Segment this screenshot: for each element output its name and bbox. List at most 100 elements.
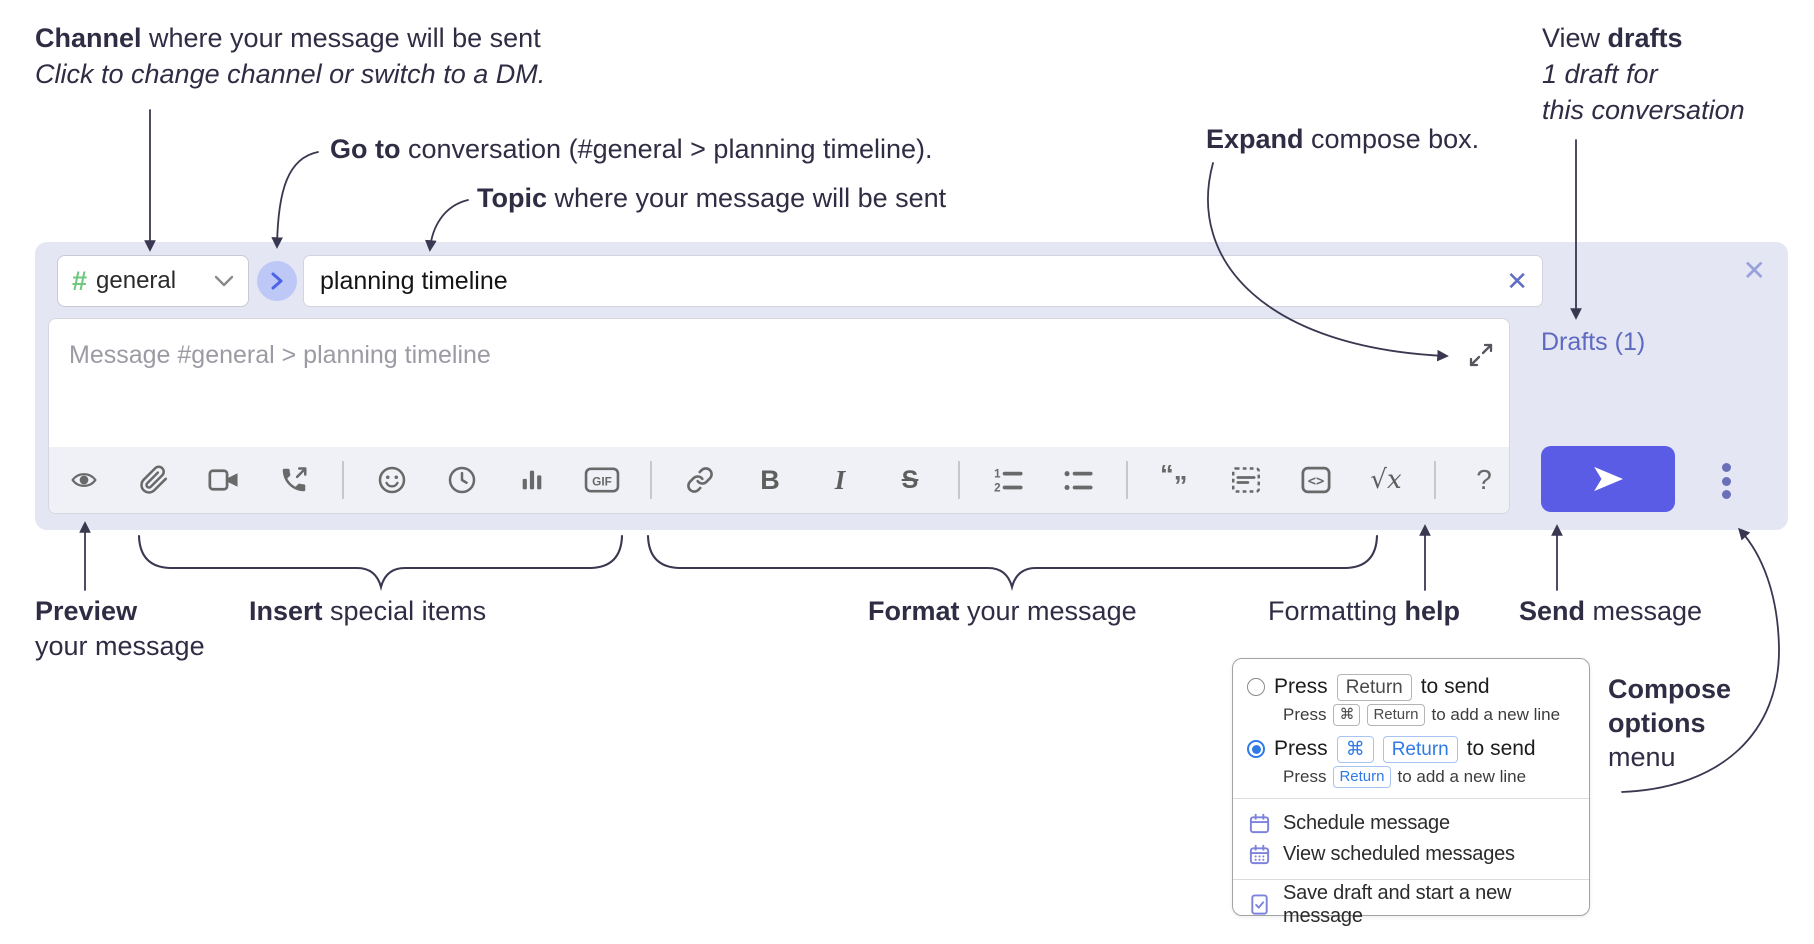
insert-annotation: Insert special items [249,596,487,626]
video-call-button[interactable] [202,458,246,502]
channel-selector-button[interactable]: # general [57,255,249,307]
channel-name: general [96,267,177,294]
message-textarea[interactable]: Message #general > planning timeline [49,319,1509,449]
chevron-right-icon [271,272,283,290]
kbd-return: Return [1367,703,1425,726]
channel-hash-icon: # [72,265,88,296]
compose-options-menu-button[interactable] [1713,463,1739,499]
calendar-icon [1247,812,1271,836]
goto-annotation: Go to conversation (#general > planning … [330,134,933,164]
italic-glyph: I [834,464,846,495]
poll-button[interactable] [510,458,554,502]
go-to-conversation-button[interactable] [257,261,297,301]
paper-plane-icon [1594,466,1624,492]
emoji-button[interactable] [370,458,414,502]
quote-button[interactable]: “” [1154,458,1198,502]
expand-compose-icon[interactable] [1467,341,1495,369]
close-compose-icon[interactable]: ✕ [1742,255,1766,286]
dot [1721,476,1731,486]
bar-chart-icon [522,470,542,490]
bulleted-list-button[interactable] [1056,458,1100,502]
format-brace [646,534,1379,592]
enter-sends-option[interactable]: Press Return to send [1247,672,1575,702]
link-button[interactable] [678,458,722,502]
kbd-cmd: ⌘ [1336,735,1374,763]
spoiler-icon [1231,467,1260,493]
compose-options-annotation: Compose options menu [1608,674,1732,772]
topic-input[interactable]: planning timeline ✕ [303,255,1543,307]
radio-selected-icon[interactable] [1247,740,1265,758]
cmd-enter-sends-option[interactable]: Press ⌘ Return to send [1247,734,1575,764]
gif-icon: GIF [584,467,620,493]
topic-value: planning timeline [320,266,508,295]
dot [1721,463,1731,472]
kbd-cmd: ⌘ [1333,703,1361,726]
channel-annotation-rest: where your message will be sent [141,23,541,53]
svg-text:”: ” [1174,470,1188,495]
quote-icon: “” [1160,465,1188,495]
italic-button[interactable]: I [818,458,862,502]
dot [1721,490,1731,499]
message-formatting-button[interactable]: ? [1462,458,1506,502]
svg-text:1: 1 [994,469,1001,481]
preview-button[interactable] [62,458,106,502]
strikethrough-glyph: S [901,465,919,494]
attach-file-button[interactable] [132,458,176,502]
schedule-message-item[interactable]: Schedule message [1247,808,1575,839]
bold-button[interactable]: B [748,458,792,502]
video-camera-icon [208,469,238,491]
code-button[interactable]: <> [1294,458,1338,502]
smiley-icon [378,466,406,494]
send-button[interactable] [1541,446,1675,512]
toolbar-divider [342,461,344,499]
format-annotation: Format your message [868,596,1137,626]
toolbar-divider [650,461,652,499]
topic-annotation: Topic where your message will be sent [477,183,947,213]
code-icon: <> [1301,466,1331,494]
compose-options-popup: Press Return to send Press ⌘ Return to a… [1232,658,1590,927]
phone-outgoing-icon [282,467,307,492]
preview-annotation-line2: your message [35,631,205,661]
bulleted-list-icon [1064,471,1093,491]
channel-annotation: Channel where your message will be sent [35,22,541,55]
goto-arrow [271,151,319,249]
preview-annotation: Preview [35,596,138,626]
math-button[interactable]: √x [1364,458,1408,502]
send-annotation: Send message [1519,596,1703,626]
view-scheduled-messages-item[interactable]: View scheduled messages [1247,839,1575,870]
drafts-link[interactable]: Drafts (1) [1541,328,1646,356]
clear-topic-icon[interactable]: ✕ [1506,266,1528,296]
svg-text:<>: <> [1308,474,1325,490]
link-icon [687,467,713,493]
toolbar-divider [1434,461,1436,499]
schedule-send-button[interactable] [440,458,484,502]
strikethrough-button[interactable]: S [888,458,932,502]
voice-call-button[interactable] [272,458,316,502]
kbd-return: Return [1382,735,1458,763]
cmd-enter-sends-option-sub: Press Return to add a new line [1283,765,1527,788]
radio-unselected-icon[interactable] [1247,678,1265,696]
bold-glyph: B [760,464,780,495]
chevron-down-icon [214,275,234,287]
toolbar-divider [1126,461,1128,499]
drafts-annotation-line2: 1 draft for [1542,59,1658,89]
popup-divider [1233,879,1589,880]
compose-box: # general planning timeline ✕ ✕ Message … [35,242,1788,530]
spoiler-button[interactable] [1224,458,1268,502]
enter-sends-option-sub: Press ⌘ Return to add a new line [1283,703,1561,726]
paperclip-icon [140,465,168,494]
svg-text:2: 2 [994,483,1000,494]
numbered-list-icon: 12 [994,469,1023,494]
save-draft-item[interactable]: Save draft and start a new message [1247,882,1575,927]
toolbar-divider [958,461,960,499]
formatting-help-annotation: Formatting help [1268,596,1461,626]
expand-annotation: Expand compose box. [1206,124,1480,154]
gif-button[interactable]: GIF [580,458,624,502]
channel-annotation-sub: Click to change channel or switch to a D… [35,59,546,89]
svg-text:“: “ [1160,465,1174,489]
drafts-annotation: View drafts [1542,23,1683,53]
message-area: Message #general > planning timeline [48,318,1510,514]
